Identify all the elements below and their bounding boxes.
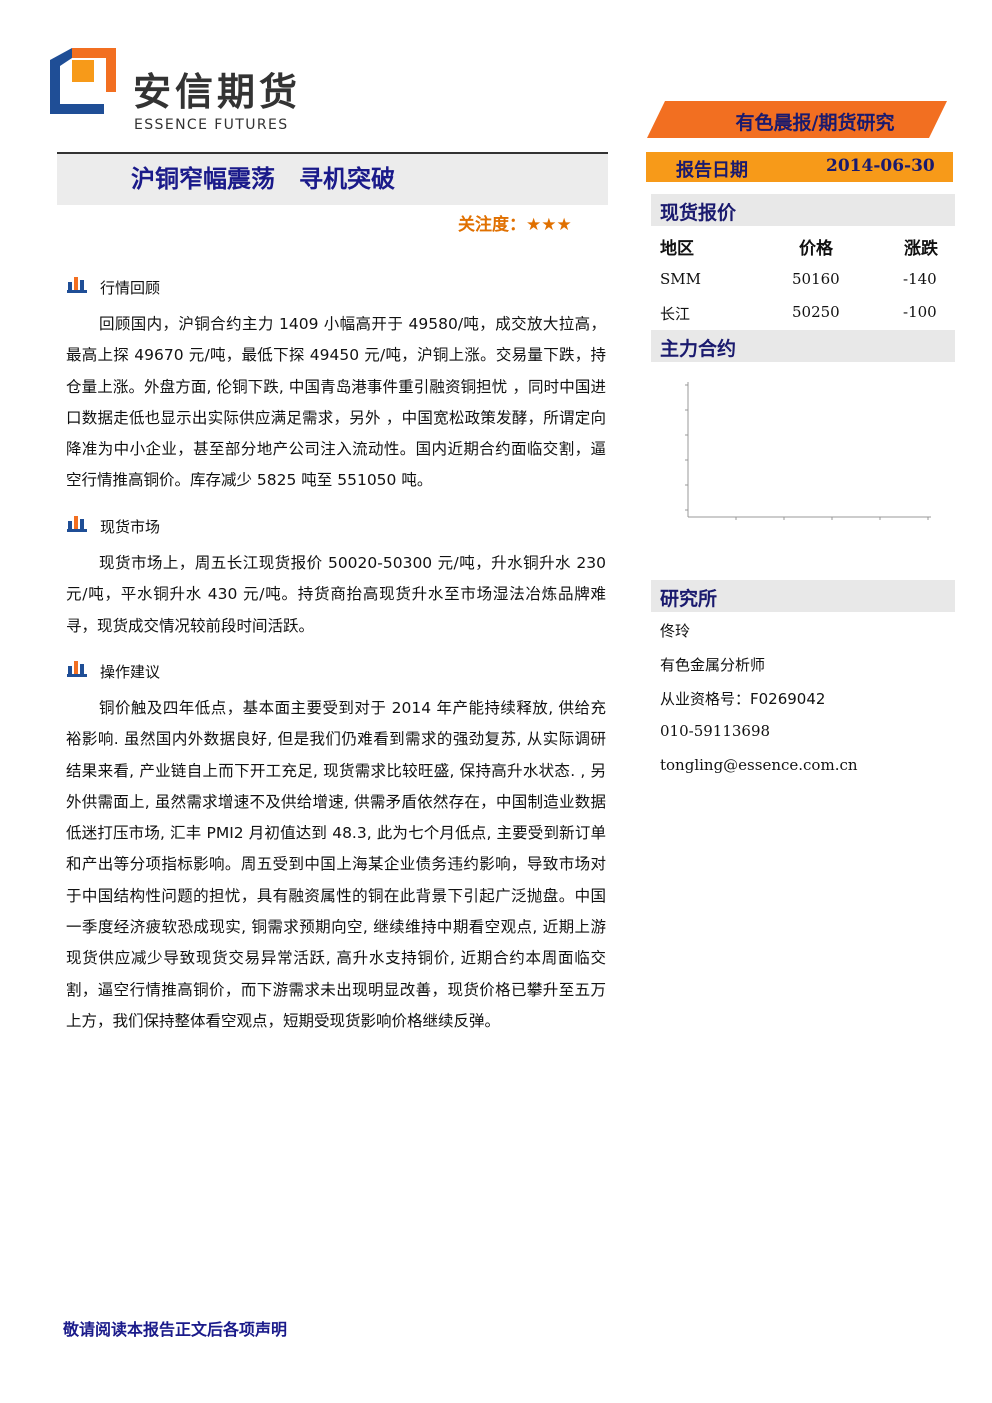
- bar-chart-icon: [67, 658, 87, 678]
- spot-col-region: 地区: [660, 239, 694, 259]
- report-date-label: 报告日期: [676, 160, 748, 181]
- main-contract-heading: 主力合约: [660, 338, 737, 360]
- main-contract-heading-bar: [651, 330, 955, 362]
- spot-row-price: 50250: [792, 303, 840, 321]
- spot-heading-bar: [651, 194, 955, 226]
- research-heading: 研究所: [660, 588, 718, 610]
- section-title: 操作建议: [100, 663, 161, 681]
- research-heading-bar: [651, 580, 955, 612]
- analyst-email[interactable]: tongling@essence.com.cn: [660, 756, 858, 774]
- analyst-name: 佟玲: [660, 622, 691, 640]
- bar-chart-icon: [67, 274, 87, 294]
- category-banner: [647, 101, 947, 138]
- spot-col-price: 价格: [799, 239, 833, 259]
- report-category: 有色晨报/期货研究: [735, 112, 895, 134]
- section-title: 行情回顾: [100, 279, 161, 297]
- section-body: 铜价触及四年低点，基本面主要受到对于 2014 年产能持续释放, 供给充裕影响.…: [66, 699, 606, 1030]
- report-title: 沪铜窄幅震荡 寻机突破: [131, 165, 395, 193]
- analyst-title: 有色金属分析师: [660, 656, 766, 674]
- attention-label: 关注度：: [458, 215, 526, 235]
- spot-row-price: 50160: [792, 270, 840, 288]
- section-title: 现货市场: [100, 518, 161, 536]
- company-logo-icon: [50, 48, 116, 114]
- spot-row-region: SMM: [660, 270, 701, 288]
- analyst-license: 从业资格号：F0269042: [660, 690, 826, 708]
- section-body: 现货市场上，周五长江现货报价 50020-50300 元/吨，升水铜升水 230…: [66, 554, 606, 635]
- attention-rating: 关注度：★★★: [458, 210, 572, 235]
- bar-chart-icon: [67, 513, 87, 533]
- report-date-value: 2014-06-30: [826, 156, 935, 176]
- attention-stars: ★★★: [526, 215, 572, 235]
- spot-heading: 现货报价: [660, 202, 737, 224]
- title-rule: [57, 152, 608, 154]
- spot-row-change: -100: [903, 303, 937, 321]
- logo-chinese-name: 安信期货: [133, 70, 302, 114]
- logo-english-name: ESSENCE FUTURES: [134, 117, 289, 133]
- main-contract-chart: [685, 382, 931, 520]
- title-bar: [57, 154, 608, 205]
- report-date-bar: [646, 152, 953, 182]
- section-body: 回顾国内，沪铜合约主力 1409 小幅高开于 49580/吨，成交放大拉高，最高…: [66, 315, 606, 490]
- disclaimer-footer: 敬请阅读本报告正文后各项声明: [63, 1320, 288, 1339]
- spot-col-change: 涨跌: [904, 239, 938, 259]
- analyst-phone: 010-59113698: [660, 722, 771, 740]
- spot-row-change: -140: [903, 270, 937, 288]
- spot-row-region: 长江: [660, 305, 691, 323]
